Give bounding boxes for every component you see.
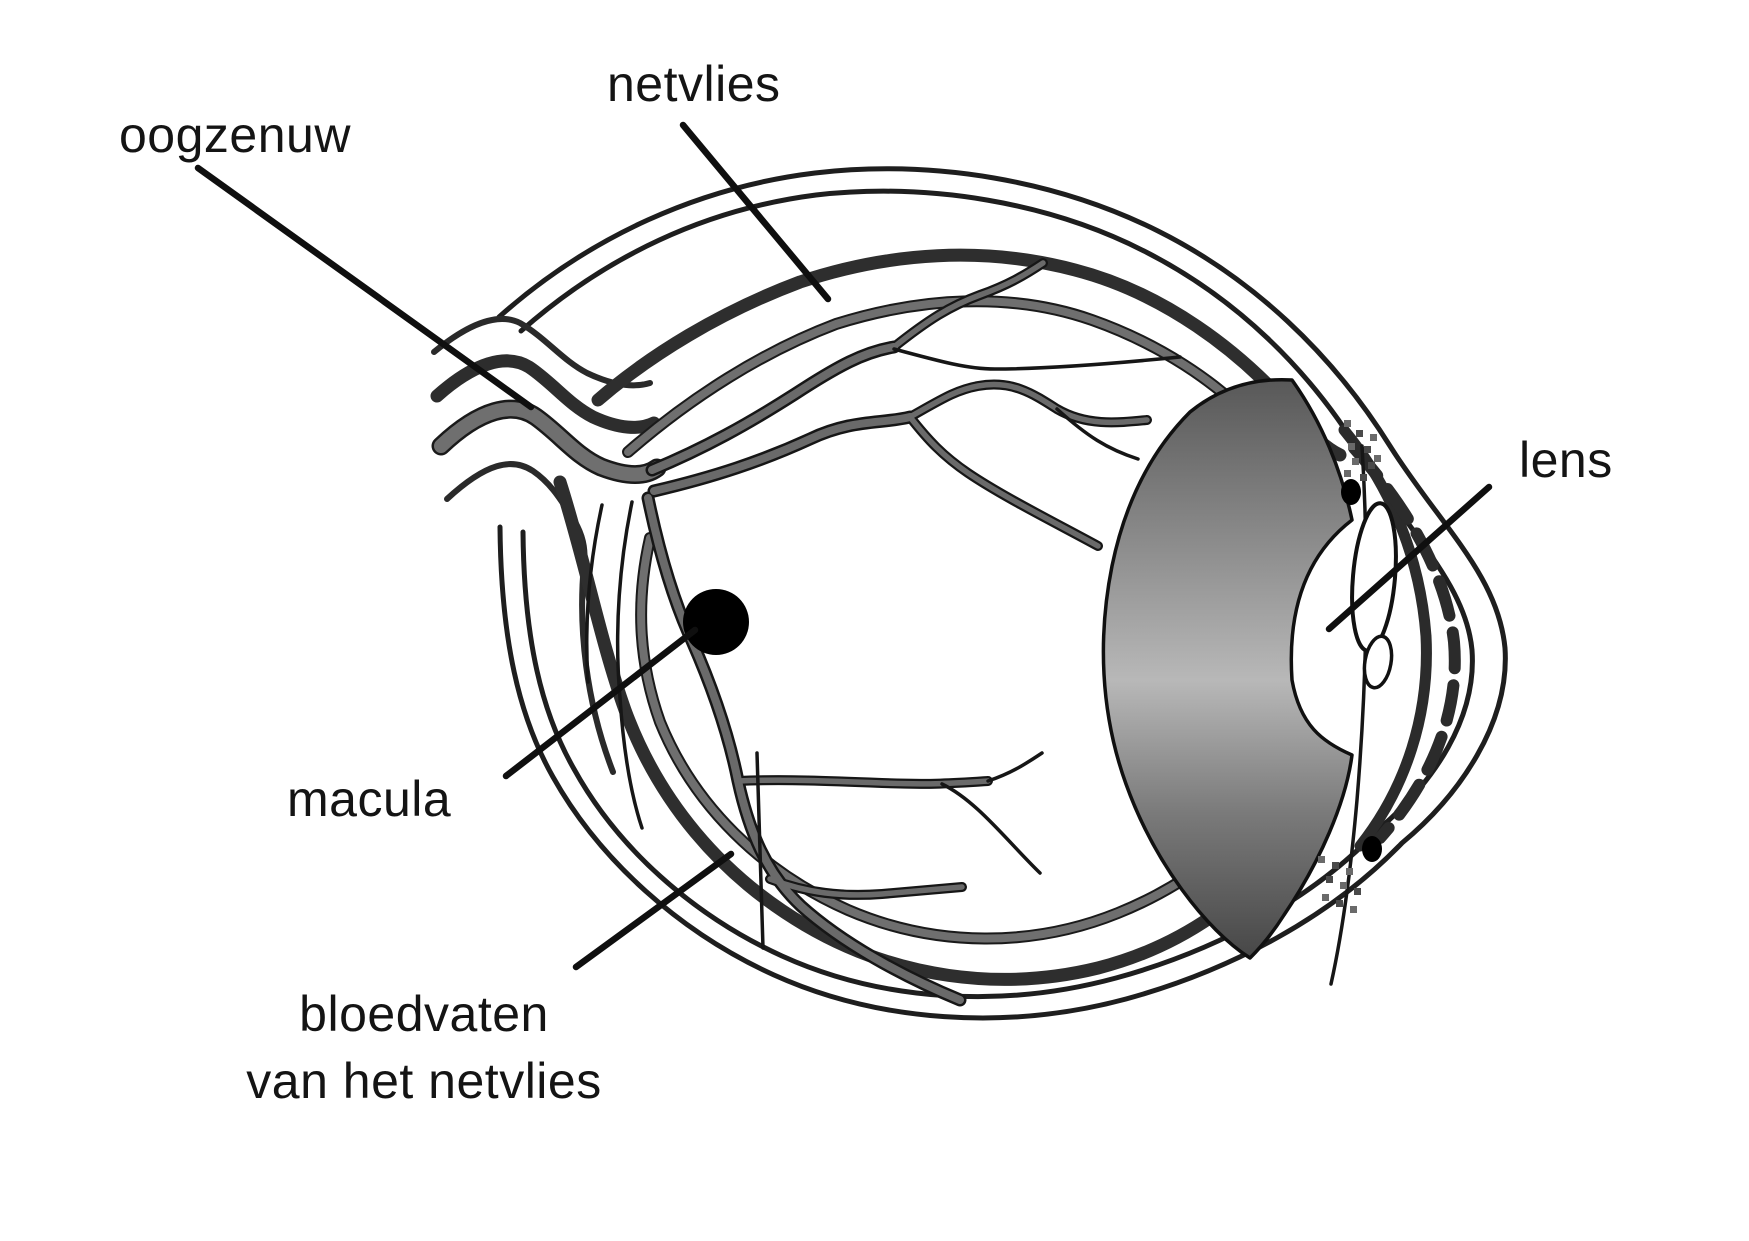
netvlies-leader-line: [679, 121, 832, 303]
macula-leader-line: [502, 626, 699, 780]
label-bloedvaten-line1: bloedvaten: [299, 986, 549, 1042]
limbus-stipple-upper: [1344, 420, 1381, 481]
iris-dot-lower: [1362, 836, 1382, 862]
label-oogzenuw: oogzenuw: [119, 107, 351, 163]
lens-leader-line: [1325, 483, 1493, 633]
lens-shape: [1350, 501, 1398, 690]
lens-body: [1350, 501, 1398, 653]
label-bloedvaten-line2: van het netvlies: [246, 1053, 601, 1109]
label-lens: lens: [1519, 432, 1613, 488]
sclera-inner-line: [518, 188, 1475, 1000]
iris-dot-upper: [1341, 479, 1361, 505]
iris-body: [1101, 377, 1354, 960]
label-netvlies: netvlies: [607, 56, 781, 112]
macula-dot: [683, 589, 749, 655]
lens-lower-lobe: [1362, 634, 1394, 690]
bloedvaten-leader-line: [572, 850, 735, 971]
diagram-labels: netvlies oogzenuw lens macula bloedvaten…: [119, 56, 1613, 1109]
leader-lines: [194, 121, 1493, 971]
limbus-stipple-lower: [1318, 856, 1361, 913]
oogzenuw-leader-line: [194, 164, 535, 411]
cornea-arc: [1348, 442, 1461, 844]
optic-nerve-wall-2: [430, 354, 661, 434]
label-macula: macula: [287, 771, 451, 827]
